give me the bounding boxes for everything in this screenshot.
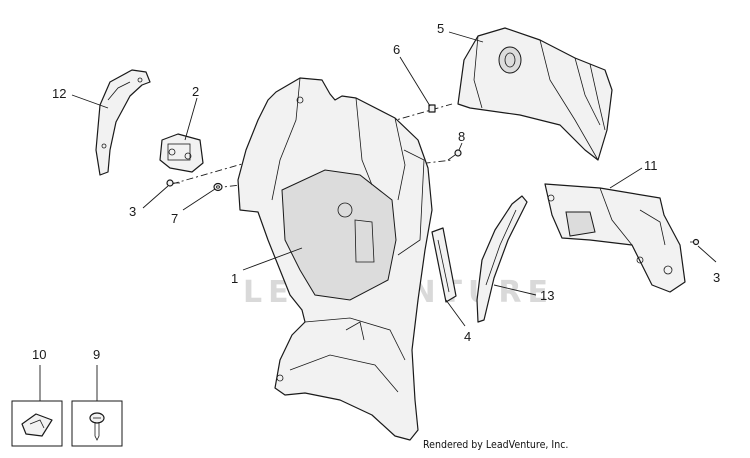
callout-3-left: 3 xyxy=(129,204,136,219)
callout-2: 2 xyxy=(192,84,199,99)
part-3-screw-right xyxy=(690,238,700,246)
part-3-screw-left xyxy=(166,179,180,187)
part-10-clip-box xyxy=(11,400,63,447)
callout-1: 1 xyxy=(231,271,238,286)
callout-10: 10 xyxy=(32,347,46,362)
callout-5: 5 xyxy=(437,21,444,36)
callout-6: 6 xyxy=(393,42,400,57)
part-2-bracket xyxy=(159,133,204,173)
callout-13: 13 xyxy=(540,288,554,303)
part-8-screw xyxy=(447,149,462,161)
part-13-side-strip xyxy=(476,195,528,323)
callout-4: 4 xyxy=(464,329,471,344)
part-4-grille xyxy=(431,227,457,303)
callout-9: 9 xyxy=(93,347,100,362)
part-11-pocket xyxy=(544,183,686,293)
callout-8: 8 xyxy=(458,129,465,144)
leader-lines xyxy=(39,31,717,401)
part-7-washer xyxy=(213,182,223,192)
callout-12: 12 xyxy=(52,86,66,101)
callout-7: 7 xyxy=(171,211,178,226)
callout-labels: 1 2 3 3 4 5 6 7 8 9 10 11 12 13 xyxy=(32,21,720,362)
part-6-nut xyxy=(428,104,436,113)
part-5-glovebox-door xyxy=(457,27,613,161)
render-credit: Rendered by LeadVenture, Inc. xyxy=(423,438,569,451)
part-9-screw-box xyxy=(71,400,123,447)
part-12-side-trim xyxy=(95,69,151,176)
callout-11: 11 xyxy=(644,158,658,173)
part-1-inner-panel xyxy=(237,77,433,441)
callout-3-right: 3 xyxy=(713,270,720,285)
